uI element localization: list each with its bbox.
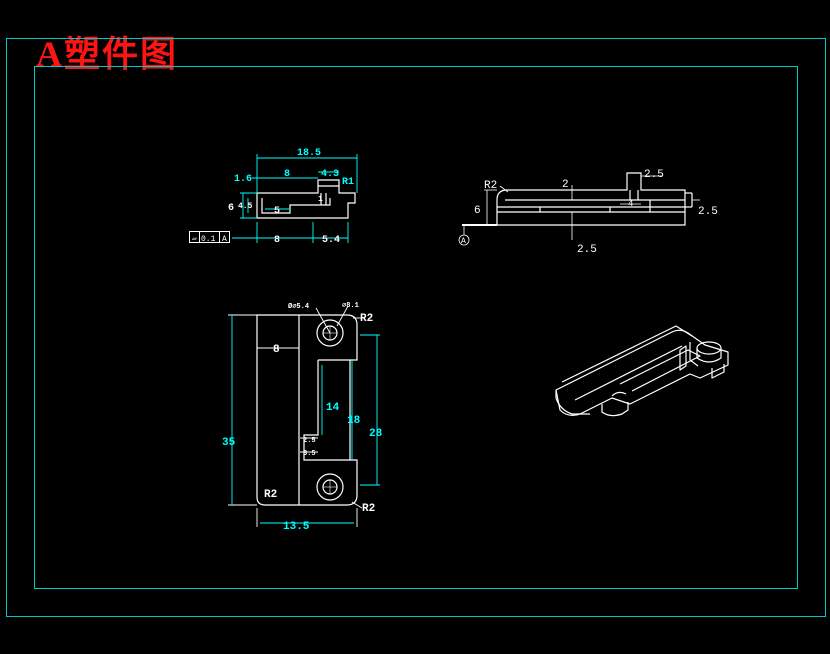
dim-r1: R1 [342,177,354,188]
front-view-datum-box: ▱ 0.1 A [189,231,230,244]
side-view-dims [458,175,700,246]
dim-side-left-h: 6 [474,205,481,217]
front-view [232,154,358,243]
dim-span-18: 18 [347,415,361,427]
isometric-view [555,325,729,417]
datum-letter: A [222,235,227,244]
dim-overall-w: 13.5 [283,521,310,533]
inner-frame [34,66,798,589]
dim-overall-h: 35 [222,437,236,449]
dim-boss: 4.3 [321,169,339,180]
dim-side-top-thk: 2 [562,179,569,191]
flatness-value: 0.1 [201,235,216,244]
dim-mid: 8 [284,169,290,180]
dim-side-inner: 4 [628,199,633,209]
side-view [496,172,693,226]
dim-web: 1 [318,195,323,204]
dim-inner-height: 4.5 [238,202,253,211]
dim-inner-w: 5 [274,206,280,217]
dim-bottom-left: 8 [274,235,280,246]
dim-left-step: 1.6 [234,174,252,185]
dim-hole1: Ø⌀5.4 [288,302,309,311]
dim-span-28: 28 [369,428,383,440]
dim-r2-top: R2 [360,313,373,325]
top-view [256,314,358,506]
dim-slot-len: 14 [326,402,340,414]
dim-left-w: 8 [273,344,280,356]
dim-hole2: ⌀8.1 [342,302,359,310]
dim-side-boss-h: 2.5 [698,206,718,218]
side-view-labels: R2 2 2.5 2.5 6 4 2.5 A [461,169,718,256]
datum-symbol: ▱ [192,235,197,244]
top-view-dims [228,305,380,527]
dim-small-a: 2.5 [303,437,316,445]
dim-side-bottom: 2.5 [577,244,597,256]
dim-side-boss-w: 2.5 [644,169,664,181]
top-view-labels: Ø⌀5.4 ⌀8.1 R2 R2 R2 8 14 18 28 35 13.5 2… [222,302,383,533]
front-view-dim-labels: 18.5 1.6 8 4.3 R1 6 4.5 5 1 8 5.4 [228,148,354,246]
dim-bottom-right: 5.4 [322,235,340,246]
dim-side-r2: R2 [484,180,497,192]
dim-overall: 18.5 [297,148,321,159]
dim-height: 6 [228,203,234,214]
dim-r2-bl: R2 [264,489,277,501]
dim-small-b: 3.5 [303,450,316,458]
outer-frame [6,38,826,617]
dim-r2-br: R2 [362,503,375,515]
side-datum-letter: A [461,237,466,246]
